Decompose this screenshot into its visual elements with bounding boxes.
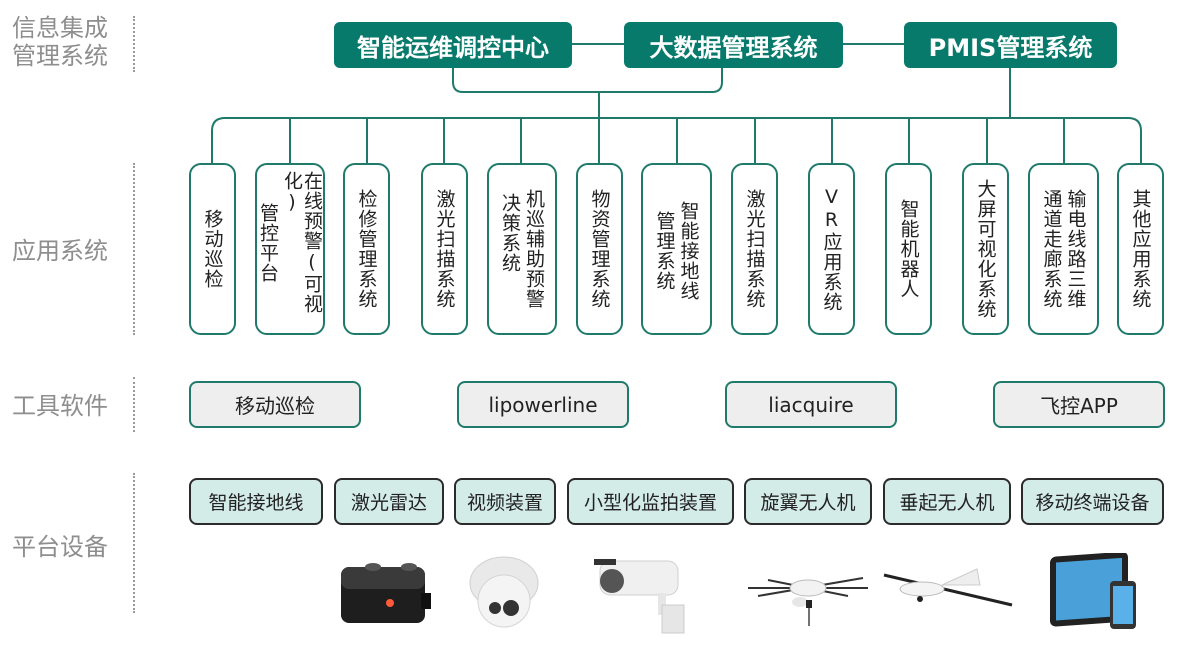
top-system-pmis[interactable]: PMIS管理系统	[904, 22, 1117, 68]
device-label: 视频装置	[466, 492, 543, 514]
app-system-label: 输电线路三维	[1064, 189, 1087, 309]
dome-camera-image	[469, 556, 539, 628]
device-mini-monitor[interactable]: 小型化监拍装置	[567, 478, 734, 525]
layer-separator	[133, 16, 135, 72]
device-label: 移动终端设备	[1035, 492, 1150, 514]
device-rotor-drone[interactable]: 旋翼无人机	[744, 478, 872, 525]
app-system-box[interactable]: 机巡辅助预警 决策系统	[487, 163, 557, 335]
app-system-label: 其他应用系统	[1129, 189, 1152, 309]
app-system-label: 移动巡检	[201, 209, 224, 289]
app-system-label: 大屏可视化系统	[974, 179, 997, 319]
tool-label: 飞控APP	[1040, 394, 1118, 418]
device-lidar[interactable]: 激光雷达	[334, 478, 444, 525]
tablet-phone-image	[1050, 553, 1136, 629]
device-label: 垂起无人机	[899, 492, 995, 514]
app-system-label: VR应用系统	[820, 186, 843, 312]
layer-label-tools: 工具软件	[12, 392, 108, 420]
app-system-label: 激光扫描系统	[743, 189, 766, 309]
app-system-label: 激光扫描系统	[433, 189, 456, 309]
app-system-box[interactable]: 其他应用系统	[1117, 163, 1164, 335]
device-smart-grounding[interactable]: 智能接地线	[189, 478, 323, 525]
device-mobile-terminal[interactable]: 移动终端设备	[1021, 478, 1164, 525]
app-system-box[interactable]: 物资管理系统	[576, 163, 623, 335]
device-vtol-drone[interactable]: 垂起无人机	[883, 478, 1011, 525]
layer-label-info-line2: 管理系统	[12, 42, 108, 70]
app-system-box[interactable]: 智能接地线 管理系统	[641, 163, 712, 335]
lidar-device-image	[341, 563, 431, 623]
device-label: 智能接地线	[208, 492, 304, 514]
tool-label: liacquire	[768, 392, 854, 417]
app-system-box[interactable]: 激光扫描系统	[421, 163, 468, 335]
top-system-big-data[interactable]: 大数据管理系统	[624, 22, 843, 68]
tool-mobile-inspection[interactable]: 移动巡检	[189, 381, 361, 428]
layer-separator	[133, 473, 135, 613]
app-system-box[interactable]: VR应用系统	[808, 163, 855, 335]
vtol-drone-image	[883, 568, 1013, 607]
app-system-label: 决策系统	[499, 193, 521, 273]
connector-line	[452, 68, 723, 93]
top-system-ops-center[interactable]: 智能运维调控中心	[334, 22, 572, 68]
tool-label: lipowerline	[488, 392, 598, 417]
layer-label-info-line1: 信息集成	[12, 14, 108, 42]
device-label: 激光雷达	[350, 492, 427, 514]
app-system-label: 机巡辅助预警	[523, 189, 545, 309]
top-system-label: PMIS管理系统	[928, 33, 1093, 62]
app-system-box[interactable]: 检修管理系统	[343, 163, 390, 335]
tool-liacquire[interactable]: liacquire	[725, 381, 897, 428]
app-system-box[interactable]: 在线预警(可视化) 管控平台	[255, 163, 325, 335]
layer-label-info: 信息集成 管理系统	[12, 14, 108, 70]
tool-label: 移动巡检	[235, 394, 315, 418]
app-system-box[interactable]: 输电线路三维 通道走廊系统	[1028, 163, 1099, 335]
device-label: 小型化监拍装置	[583, 492, 717, 514]
layer-label-apps: 应用系统	[12, 237, 108, 265]
layer-separator	[133, 377, 135, 432]
tool-lipowerline[interactable]: lipowerline	[457, 381, 629, 428]
layer-separator	[133, 163, 135, 335]
app-system-label: 通道走廊系统	[1040, 189, 1063, 309]
top-system-label: 智能运维调控中心	[357, 33, 549, 62]
app-system-box[interactable]: 智能机器人	[885, 163, 932, 335]
top-system-label: 大数据管理系统	[649, 33, 818, 62]
bullet-camera-image	[594, 559, 685, 634]
app-system-label: 智能接地线	[677, 201, 700, 301]
app-system-label: 检修管理系统	[355, 189, 378, 309]
app-system-label: 智能机器人	[897, 199, 920, 299]
app-system-label: 在线预警(可视化)	[281, 171, 323, 314]
layer-label-platform: 平台设备	[12, 533, 108, 561]
app-system-box[interactable]: 移动巡检	[189, 163, 236, 335]
app-system-label: 物资管理系统	[588, 189, 611, 309]
device-label: 旋翼无人机	[760, 492, 856, 514]
tool-flight-control-app[interactable]: 飞控APP	[993, 381, 1165, 428]
app-system-label: 管理系统	[653, 211, 676, 291]
app-system-label: 管控平台	[257, 203, 279, 283]
app-system-box[interactable]: 激光扫描系统	[731, 163, 778, 335]
app-system-box[interactable]: 大屏可视化系统	[962, 163, 1009, 335]
device-video[interactable]: 视频装置	[454, 478, 556, 525]
rotor-drone-image	[748, 577, 868, 626]
